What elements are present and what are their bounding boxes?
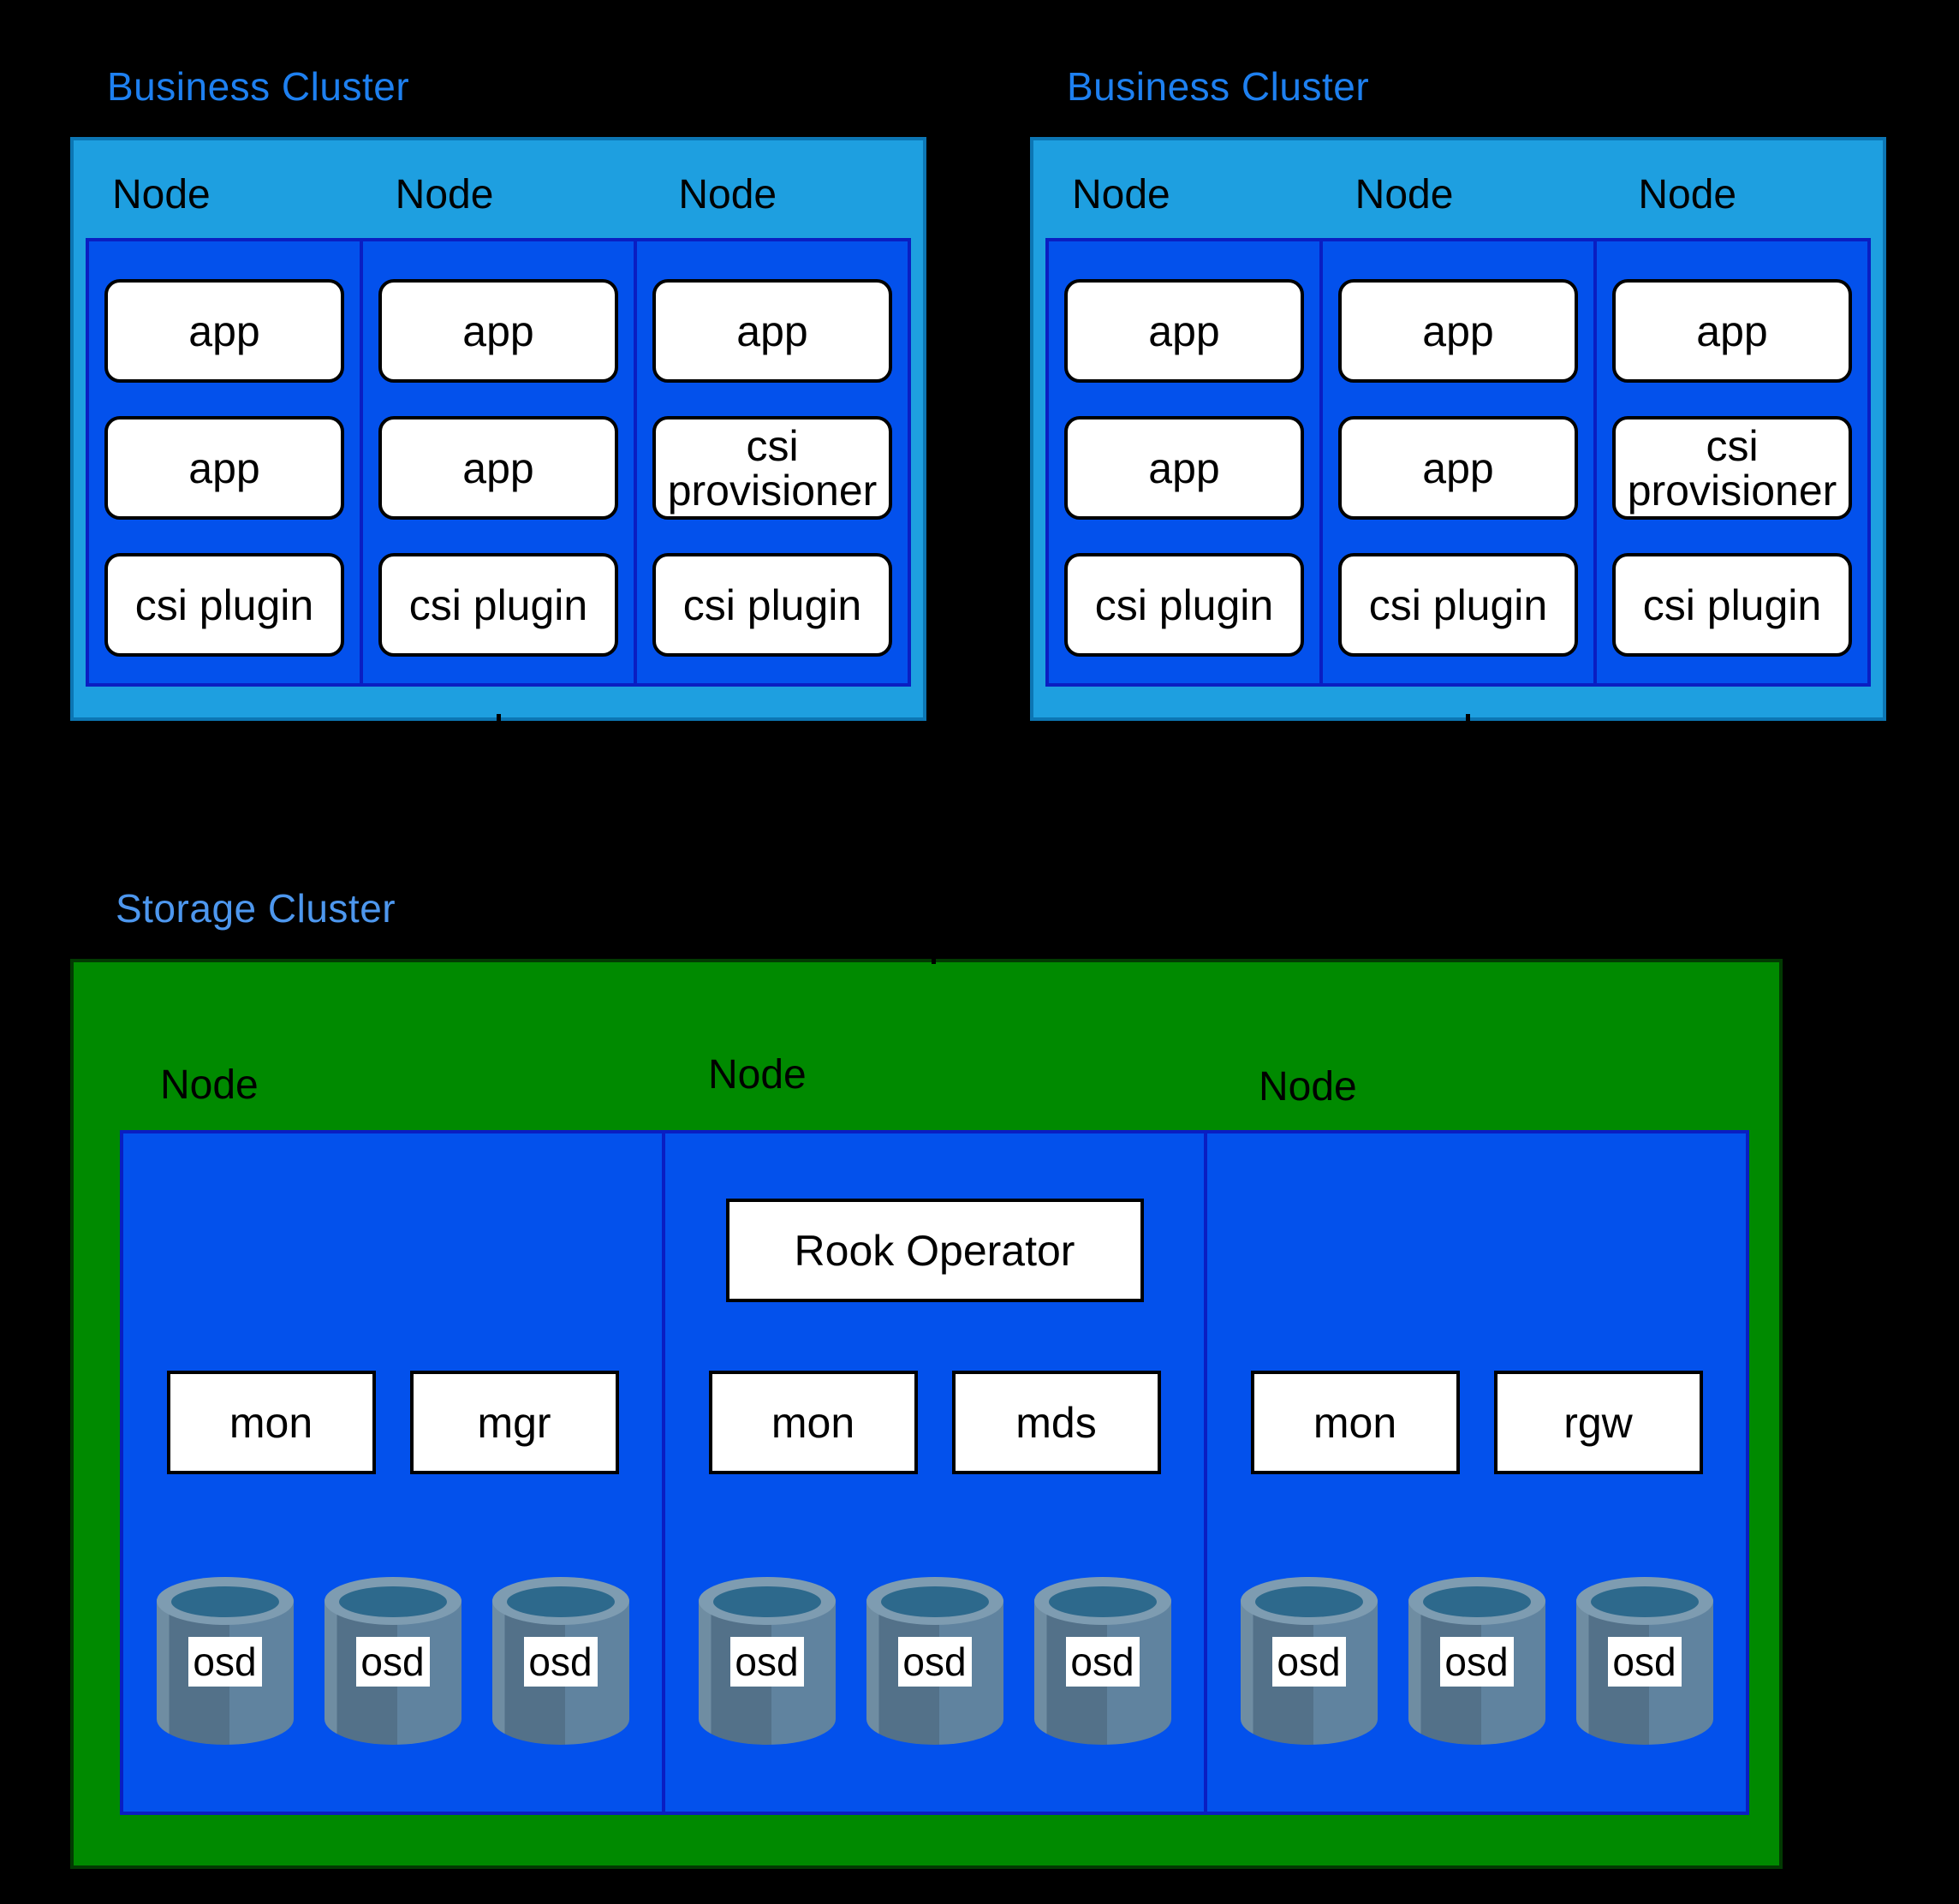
node-label: Node [678,172,777,217]
pod-app: app [1612,279,1852,383]
cylinder-rim-inner [1422,1586,1531,1617]
osd-label: osd [1271,1637,1346,1687]
node-label: Node [112,172,211,217]
node-column: app app csi plugin [363,241,634,683]
pod-csi-plugin: csi plugin [104,553,344,657]
business-cluster-1: Node Node Node app app csi plugin app ap… [70,137,926,721]
storage-node-column: Rook Operator mon mds osd [665,1133,1204,1812]
business-cluster-1-node-header: Node Node Node [74,140,923,238]
pod-csi-provisioner: csi provisioner [652,416,892,520]
pod-app: app [1064,416,1304,520]
osd-label: osd [897,1637,972,1687]
daemon-mon: mon [708,1371,918,1474]
pod-csi-plugin: csi plugin [378,553,618,657]
cylinder-rim-inner [1590,1586,1699,1617]
osd-cylinder-icon: osd [1240,1577,1378,1745]
node-label: Node [1355,172,1454,217]
osd-cylinder-icon: osd [698,1577,836,1745]
node-label: Node [708,1052,807,1098]
node-column: app app csi plugin [1323,241,1593,683]
osd-label: osd [523,1637,598,1687]
pod-app: app [1064,279,1304,383]
connector-stub [1466,714,1470,728]
pod-app: app [1338,416,1578,520]
osd-cylinder-icon: osd [1408,1577,1545,1745]
cylinder-rim-inner [880,1586,989,1617]
cylinder-rim-inner [338,1586,447,1617]
pod-app: app [104,279,344,383]
osd-cylinder-icon: osd [491,1577,629,1745]
pod-app: app [1338,279,1578,383]
storage-node-column: mon rgw osd osd [1207,1133,1746,1812]
business-cluster-1-title: Business Cluster [107,64,410,109]
pod-csi-plugin: csi plugin [1338,553,1578,657]
business-cluster-2-pods-grid: app app csi plugin app app csi plugin ap… [1045,238,1871,687]
daemon-mgr: mgr [409,1371,619,1474]
daemon-mds: mds [951,1371,1161,1474]
storage-cluster-title: Storage Cluster [116,886,396,931]
node-label: Node [1638,172,1737,217]
osd-label: osd [729,1637,804,1687]
business-cluster-1-pods-grid: app app csi plugin app app csi plugin ap… [86,238,911,687]
connector-stub [932,950,936,964]
osd-row: osd osd osd [665,1577,1204,1745]
osd-label: osd [1439,1637,1514,1687]
pod-app: app [104,416,344,520]
osd-label: osd [355,1637,430,1687]
business-cluster-2: Node Node Node app app csi plugin app ap… [1030,137,1886,721]
osd-label: osd [1607,1637,1682,1687]
daemon-row: mon mds [665,1371,1204,1474]
cylinder-rim-inner [1254,1586,1363,1617]
osd-row: osd osd osd [1207,1577,1746,1745]
pod-csi-plugin: csi plugin [1612,553,1852,657]
pod-app: app [652,279,892,383]
cylinder-rim-inner [1048,1586,1157,1617]
cylinder-rim-inner [712,1586,821,1617]
osd-cylinder-icon: osd [156,1577,294,1745]
osd-cylinder-icon: osd [324,1577,461,1745]
rook-operator-box: Rook Operator [725,1199,1144,1302]
node-column: app csi provisioner csi plugin [1597,241,1867,683]
node-column: app csi provisioner csi plugin [637,241,908,683]
cylinder-rim-inner [506,1586,615,1617]
pod-app: app [378,416,618,520]
daemon-mon: mon [166,1371,376,1474]
node-label: Node [1259,1064,1357,1110]
node-label: Node [395,172,494,217]
daemon-row: mon rgw [1207,1371,1746,1474]
daemon-rgw: rgw [1493,1371,1703,1474]
node-label: Node [1072,172,1170,217]
node-column: app app csi plugin [1049,241,1319,683]
osd-label: osd [188,1637,262,1687]
osd-cylinder-icon: osd [1033,1577,1171,1745]
osd-row: osd osd osd [123,1577,662,1745]
daemon-row: mon mgr [123,1371,662,1474]
business-cluster-2-title: Business Cluster [1067,64,1370,109]
pod-csi-plugin: csi plugin [1064,553,1304,657]
osd-label: osd [1065,1637,1140,1687]
pod-csi-provisioner: csi provisioner [1612,416,1852,520]
daemon-mon: mon [1250,1371,1460,1474]
storage-node-column: mon mgr osd osd [123,1133,662,1812]
node-column: app app csi plugin [89,241,360,683]
osd-cylinder-icon: osd [866,1577,1003,1745]
osd-cylinder-icon: osd [1575,1577,1713,1745]
pod-app: app [378,279,618,383]
business-cluster-2-node-header: Node Node Node [1033,140,1883,238]
pod-csi-plugin: csi plugin [652,553,892,657]
node-label: Node [160,1062,259,1108]
cylinder-rim-inner [170,1586,279,1617]
storage-cluster-grid: mon mgr osd osd [120,1130,1749,1815]
connector-stub [497,714,501,728]
storage-cluster: Node Node Node mon mgr osd [70,959,1783,1869]
